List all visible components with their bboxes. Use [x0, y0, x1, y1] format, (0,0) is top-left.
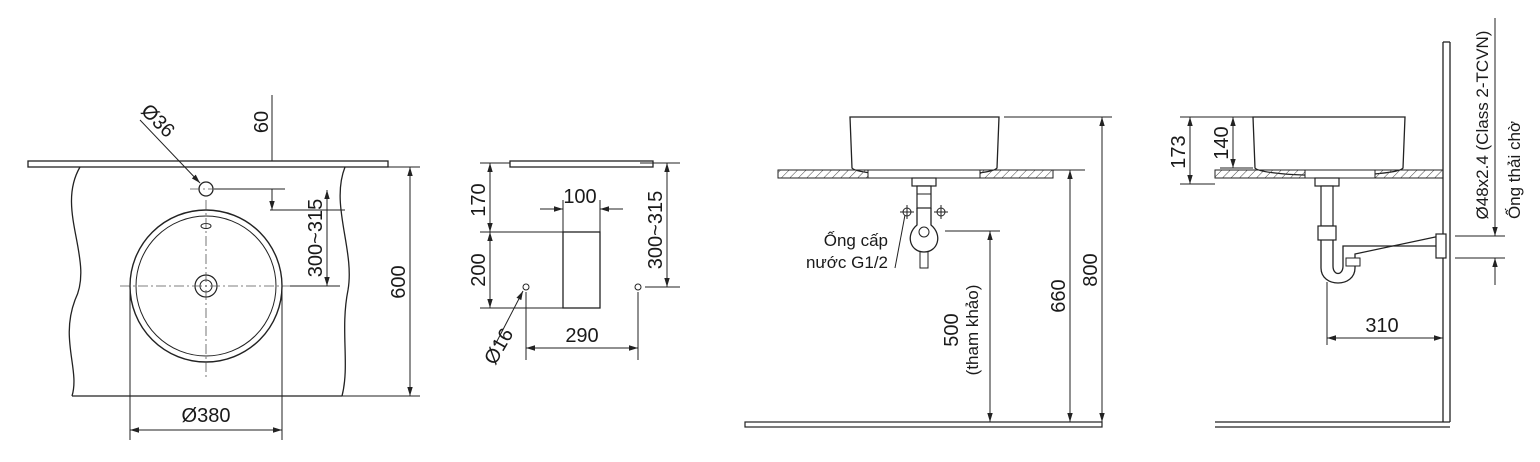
dim-140: 140: [1211, 126, 1233, 159]
rear-view: 173 140 Ø48x2.4 (Class 2-TCVN) Ống thải …: [1168, 18, 1524, 428]
dim-pipe-diameter: Ø16: [480, 325, 518, 369]
vessel-basin: [849, 116, 1000, 177]
supply-hole-left: [522, 283, 530, 291]
wall-view: 170 200 100 300~315 Ø16 290: [468, 160, 680, 369]
dim-top: 170: [468, 183, 490, 216]
dim-depth: 600: [388, 265, 410, 298]
dim-bowl-diameter: Ø380: [182, 405, 231, 427]
dim-reference-height: 500: [941, 313, 963, 346]
dim-total-height: 800: [1080, 253, 1102, 286]
dim-hole-offset: 60: [251, 111, 273, 133]
dim-hole-diameter: Ø36: [136, 100, 178, 142]
rear-trap: [1320, 235, 1441, 284]
cabinet-outline-right: [339, 166, 350, 397]
label-drain: Ống thải chờ: [1504, 121, 1524, 219]
dim-hole-to-bowl: 300~315: [305, 199, 327, 277]
side-view: Ống cấp nước G1/2 500 (tham khảo) 660 80…: [744, 116, 1112, 428]
label-supply-line2: nước G1/2: [806, 253, 888, 272]
supply-hole-right: [634, 283, 642, 291]
wall-box: [562, 231, 601, 309]
countertop-plan: [27, 160, 389, 168]
dim-310: 310: [1365, 315, 1398, 337]
dim-counter-height: 660: [1048, 279, 1070, 312]
vessel-basin-rear: [1252, 116, 1406, 177]
dim-173: 173: [1168, 135, 1190, 168]
dim-spacing: 290: [565, 325, 598, 347]
dim-width: 100: [563, 186, 596, 208]
top-view: Ø36 60 300~315 600 Ø380: [27, 95, 420, 440]
dim-range: 300~315: [645, 191, 667, 269]
countertop-section: [509, 160, 654, 168]
label-reference: (tham khảo): [963, 285, 982, 376]
dim-pipe-spec: Ø48x2.4 (Class 2-TCVN): [1473, 31, 1492, 220]
cabinet-outline-left: [68, 166, 82, 397]
label-supply-line1: Ống cấp: [824, 230, 888, 250]
drain-trap: [909, 208, 939, 253]
floor-line: [744, 421, 1103, 428]
dim-height: 200: [468, 253, 490, 286]
basin-bowl-inner: [135, 215, 277, 357]
